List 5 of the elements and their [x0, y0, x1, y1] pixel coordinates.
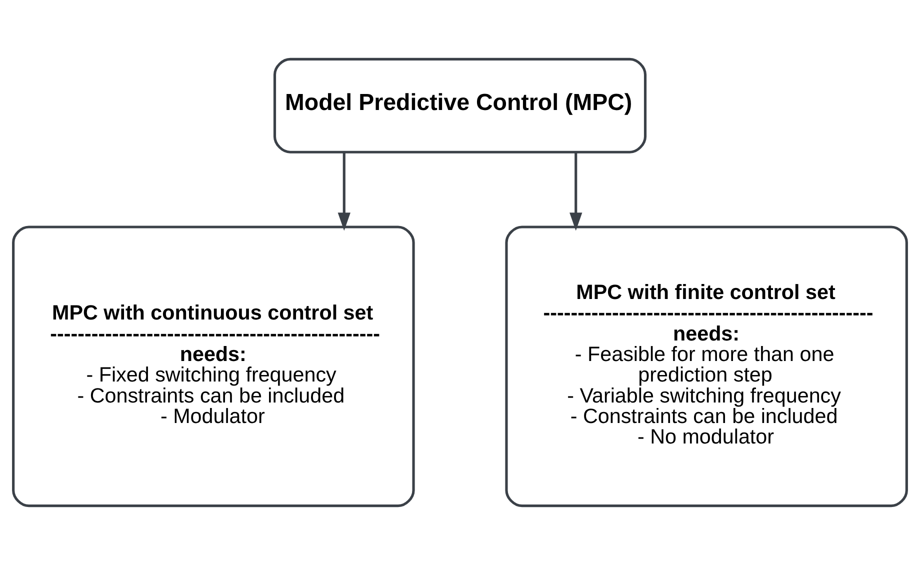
arrow [338, 152, 350, 231]
node-box: MPC with continuous control set ------------------------------------------------ needs: - Fixed switching frequency - Constraints can be included - Modulator [12, 226, 415, 508]
arrow [570, 152, 582, 231]
node-box: MPC with finite control set ------------------------------------------------ needs: - Feasible for more than one prediction step - Variable switching frequency - Constraints can be included - No modulator [505, 226, 908, 508]
node-box: Model Predictive Control (MPC) [273, 58, 647, 154]
